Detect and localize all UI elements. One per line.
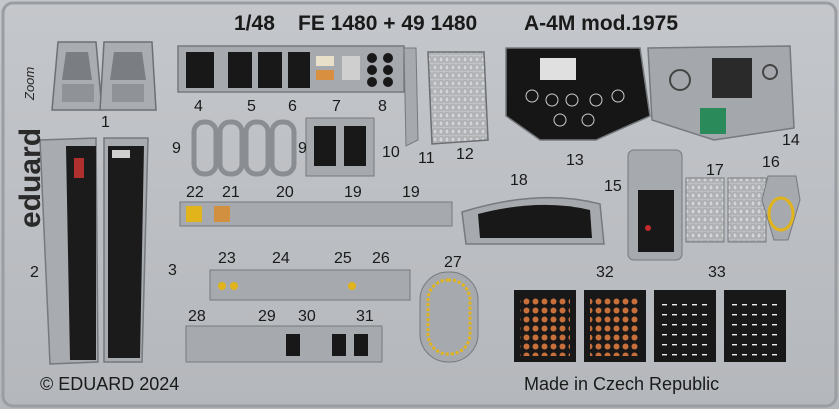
part-number: 10: [382, 144, 400, 161]
part-16-buckle: [761, 175, 801, 241]
part-number: 13: [566, 152, 584, 169]
part-27-oval: [419, 271, 479, 363]
part-number: 19: [344, 184, 362, 201]
part-number: 21: [222, 184, 240, 201]
part-number: 2: [30, 264, 39, 281]
part-19-22-strip: [179, 201, 453, 227]
part-2-3-consoles: [39, 137, 149, 365]
part-32-33-pads: [514, 290, 786, 362]
part-number: 18: [510, 172, 528, 189]
part-number: 4: [194, 98, 203, 115]
part-14: [647, 45, 795, 141]
part-18: [461, 196, 605, 245]
part-number: 27: [444, 254, 462, 271]
part-number: 14: [782, 132, 800, 149]
part-number: 15: [604, 178, 622, 195]
part-12: [427, 51, 489, 145]
part-number: 29: [258, 308, 276, 325]
part-15: [627, 149, 683, 261]
part-9-rings: [191, 119, 297, 177]
part-number: 17: [706, 162, 724, 179]
part-number: 16: [762, 154, 780, 171]
part-number: 12: [456, 146, 474, 163]
part-number: 22: [186, 184, 204, 201]
part-17: [685, 177, 767, 243]
part-number: 20: [276, 184, 294, 201]
part-1-seat-top: [51, 41, 157, 111]
part-number: 32: [596, 264, 614, 281]
part-28-31-strip: [185, 325, 383, 363]
part-number: 8: [378, 98, 387, 115]
part-number: 6: [288, 98, 297, 115]
part-number: 3: [168, 262, 177, 279]
part-11: [403, 47, 419, 147]
part-number: 33: [708, 264, 726, 281]
part-number: 28: [188, 308, 206, 325]
kit-title: A-4M mod.1975: [524, 12, 679, 35]
part-number: 24: [272, 250, 290, 267]
part-23-26-strip: [209, 269, 411, 301]
part-number: 30: [298, 308, 316, 325]
kit-code: FE 1480 + 49 1480: [298, 12, 478, 35]
part-number: 26: [372, 250, 390, 267]
part-number: 23: [218, 250, 236, 267]
part-number: 9: [298, 140, 307, 157]
part-10: [305, 117, 375, 177]
part-number: 25: [334, 250, 352, 267]
part-4-8-panels: [177, 45, 405, 93]
part-number: 11: [418, 150, 435, 167]
part-number: 5: [247, 98, 256, 115]
zoom-logo: Zoom: [22, 66, 37, 100]
copyright-text: © EDUARD 2024: [40, 374, 180, 394]
part-number: 7: [332, 98, 341, 115]
part-number: 9: [172, 140, 181, 157]
origin-text: Made in Czech Republic: [524, 374, 720, 394]
scale-label: 1/48: [234, 12, 275, 35]
eduard-logo: eduard: [14, 127, 47, 228]
part-number: 19: [402, 184, 420, 201]
part-number: 31: [356, 308, 374, 325]
part-13-instrument-panel: [505, 47, 651, 141]
part-number: 1: [101, 114, 110, 131]
